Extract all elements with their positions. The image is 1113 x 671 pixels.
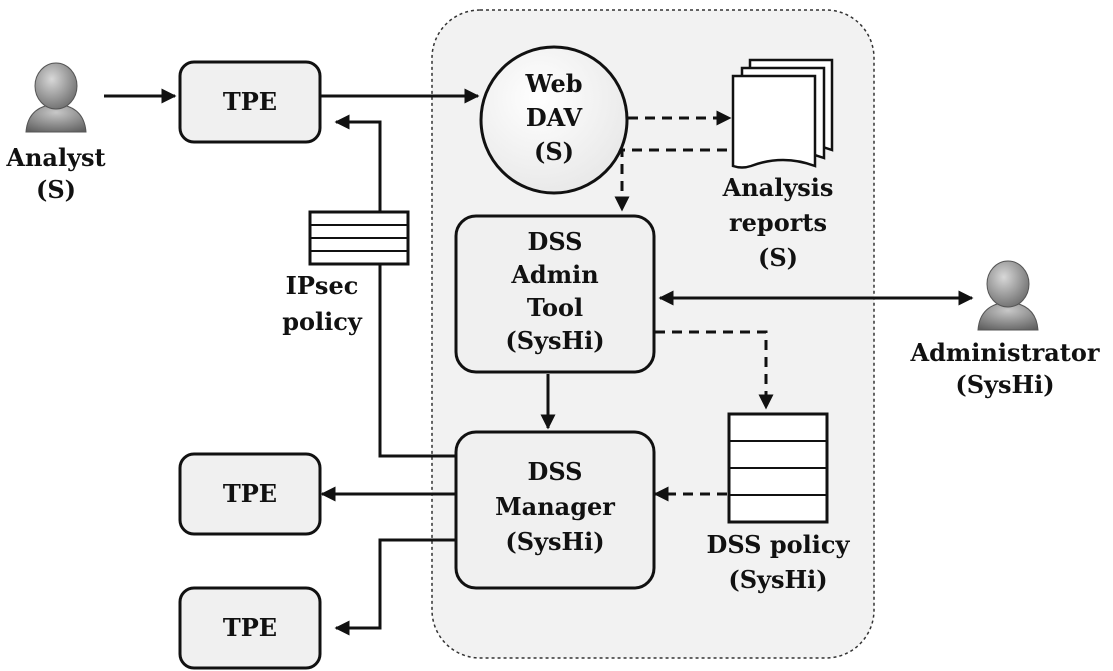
dss-admin-label-line3: Tool <box>527 293 583 322</box>
analyst-person-icon <box>25 62 87 133</box>
dss-policy-label-line2: (SysHi) <box>728 565 827 594</box>
tpe-box-bottom: TPE <box>178 586 322 670</box>
dss-admin-label-line4: (SysHi) <box>505 326 604 355</box>
dss-manager-box: DSS Manager (SysHi) <box>454 430 656 590</box>
webdav-node: Web DAV (S) <box>479 45 629 195</box>
dss-policy-icon <box>727 412 829 524</box>
analysis-reports-icon <box>731 58 834 169</box>
administrator-label-line2: (SysHi) <box>955 370 1054 399</box>
administrator-label-line1: Administrator <box>909 338 1099 367</box>
dss-manager-label-line1: DSS <box>528 457 583 486</box>
tpe-bottom-label: TPE <box>223 613 277 642</box>
analysis-reports-label-line1: Analysis <box>722 173 834 202</box>
dss-manager-label-line3: (SysHi) <box>505 527 604 556</box>
tpe-mid-label: TPE <box>223 479 277 508</box>
ipsec-policy-label-line1: IPsec <box>286 271 359 300</box>
edge-manager-to-tpe-bottom <box>334 538 458 636</box>
administrator-person-icon <box>977 260 1039 331</box>
webdav-label-line3: (S) <box>534 137 574 166</box>
dss-admin-label-line2: Admin <box>510 260 598 289</box>
dss-admin-tool-box: DSS Admin Tool (SysHi) <box>454 214 656 374</box>
dss-admin-label-line1: DSS <box>528 227 583 256</box>
analysis-reports-label-line2: reports <box>729 208 827 237</box>
tpe-box-top: TPE <box>178 60 322 144</box>
analyst-label-line1: Analyst <box>5 143 105 172</box>
webdav-label-line2: DAV <box>526 103 583 132</box>
ipsec-policy-label-line2: policy <box>282 307 363 336</box>
dss-policy-label-line1: DSS policy <box>707 530 851 559</box>
edge-manager-to-tpe-top <box>334 114 458 458</box>
edge-admin-to-dsspolicy <box>655 330 774 410</box>
analysis-reports-label-line3: (S) <box>758 243 798 272</box>
dss-manager-label-line2: Manager <box>495 492 615 521</box>
ipsec-policy-icon <box>308 210 410 266</box>
webdav-label-line1: Web <box>524 69 582 98</box>
tpe-top-label: TPE <box>223 87 277 116</box>
analyst-label-line2: (S) <box>36 175 76 204</box>
tpe-box-mid: TPE <box>178 452 322 536</box>
